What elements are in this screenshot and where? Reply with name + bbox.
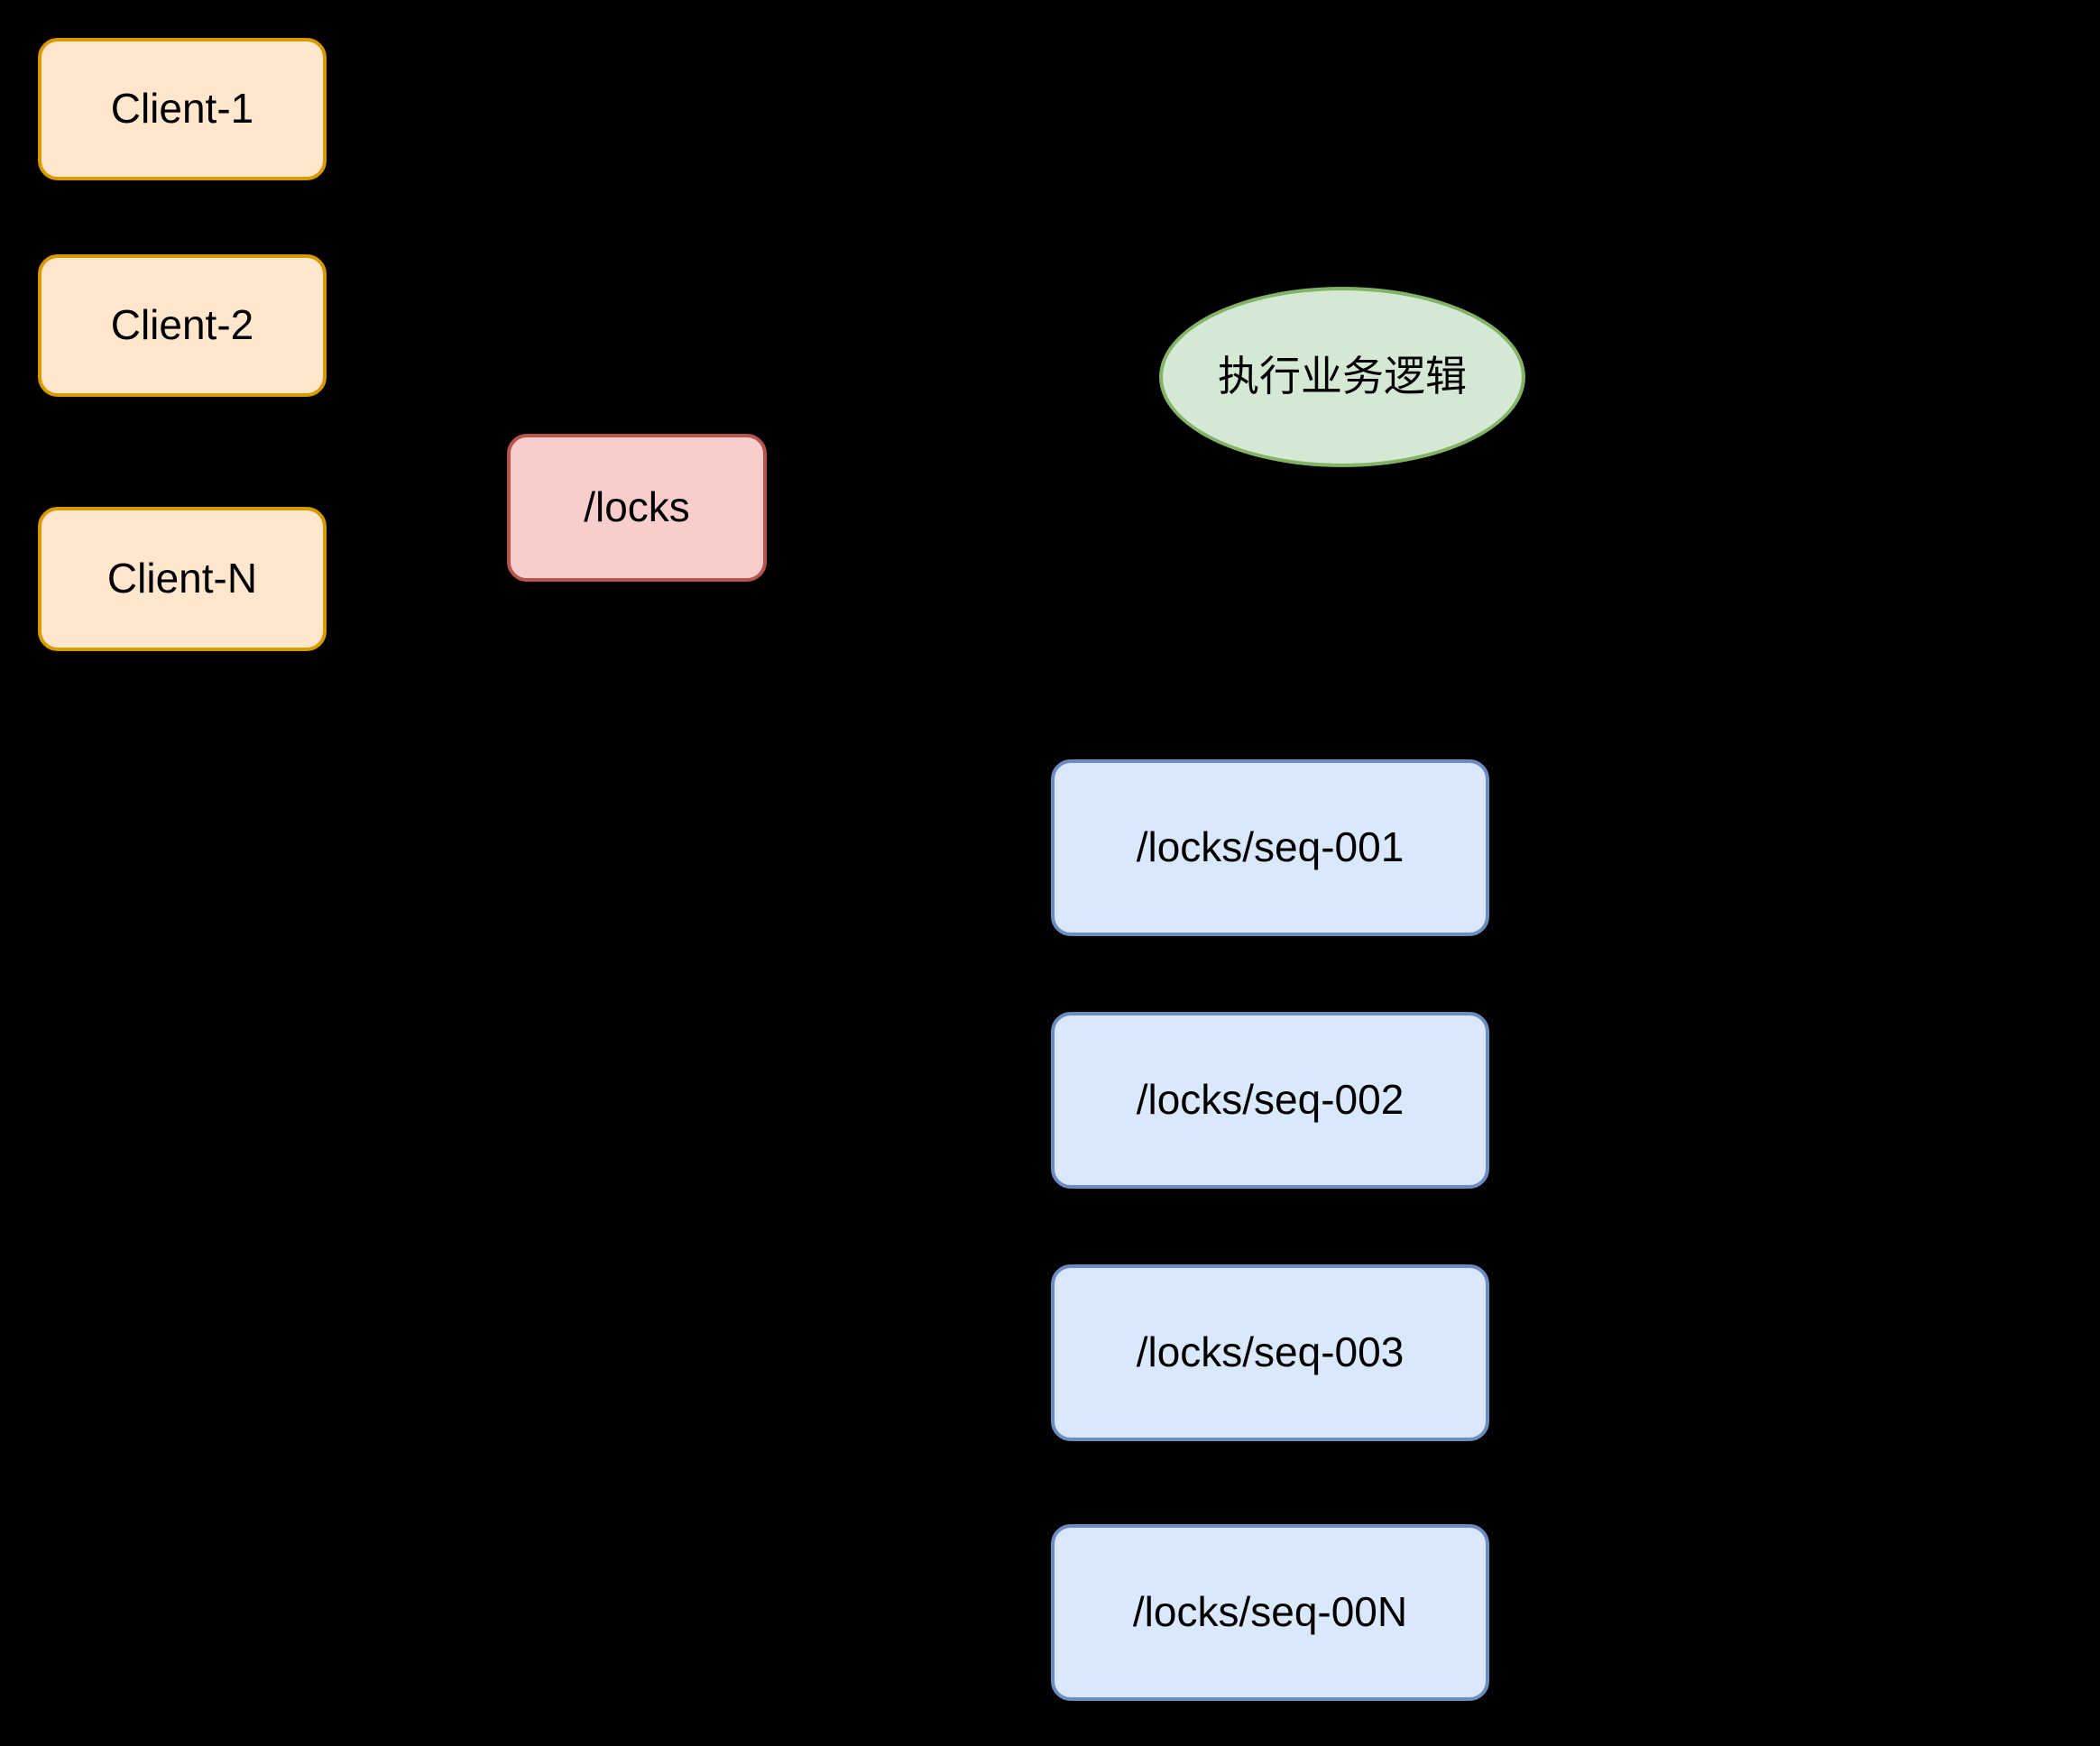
sequential-znode-3-label: /locks/seq-003 [1136,1328,1405,1376]
sequential-znode-4-label: /locks/seq-00N [1132,1588,1408,1636]
client-node-2[interactable]: Client-2 [38,254,327,397]
sequential-znode-2-label: /locks/seq-002 [1136,1076,1405,1124]
client-node-1[interactable]: Client-1 [38,38,327,180]
business-logic-node-label: 执行业务逻辑 [1218,353,1467,400]
sequential-znode-1-label: /locks/seq-001 [1136,823,1405,871]
client-node-3[interactable]: Client-N [38,507,327,651]
client-node-3-label: Client-N [106,555,258,602]
client-node-2-label: Client-2 [110,301,254,349]
sequential-znode-3[interactable]: /locks/seq-003 [1051,1264,1489,1441]
sequential-znode-4[interactable]: /locks/seq-00N [1051,1524,1489,1701]
lock-root-node-label: /locks [584,483,690,531]
sequential-znode-2[interactable]: /locks/seq-002 [1051,1012,1489,1189]
lock-root-node[interactable]: /locks [507,434,767,582]
client-node-1-label: Client-1 [110,85,254,133]
business-logic-node[interactable]: 执行业务逻辑 [1159,287,1525,467]
sequential-znode-1[interactable]: /locks/seq-001 [1051,759,1489,936]
